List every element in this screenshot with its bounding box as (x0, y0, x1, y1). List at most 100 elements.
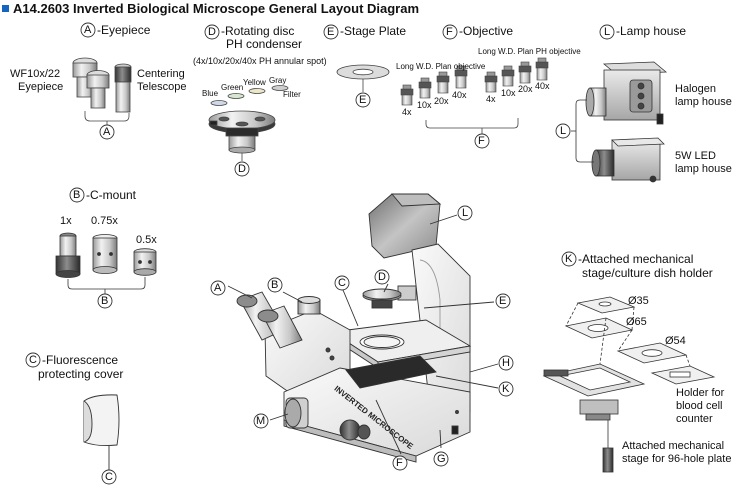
callout-letter-c: C (338, 277, 346, 289)
objective-group2-label: Long W.D. Plan PH objective (478, 47, 581, 56)
callout-letter-e: E (499, 295, 507, 307)
callout-circle-l-bracket (555, 123, 571, 139)
holder-label-3: counter (676, 413, 713, 425)
callout-letter-f: F (396, 457, 403, 469)
diagram-title: A14.2603 Inverted Biological Microscope … (2, 1, 419, 16)
holder-label: Holder for (676, 387, 725, 399)
callout-letter-g: G (437, 453, 446, 465)
callout-circle-b-main (267, 277, 283, 293)
callout-circle-k-main (498, 381, 514, 397)
stage-plate-heading: -Stage Plate (340, 24, 407, 38)
callout-circle-b-heading (69, 187, 85, 203)
objective-mag-20x: 20x (434, 96, 449, 106)
eyepiece-wf-label-2: Eyepiece (18, 81, 64, 93)
microscope-body (227, 193, 499, 463)
objective-heading: -Objective (459, 24, 514, 38)
fluorescence-heading: -Fluorescence (42, 353, 119, 367)
callout-circle-a-eyepiece (80, 22, 96, 38)
cmount-mag-075x: 0.75x (91, 215, 118, 227)
condenser-heading-2: PH condenser (226, 37, 303, 51)
callout-letter-f: F (446, 26, 453, 38)
callout-circles (25, 22, 615, 485)
fluorescence-cover (83, 394, 120, 470)
callout-circle-e-heading (323, 24, 339, 40)
callout-letter-b: B (271, 279, 279, 291)
callout-letter-c: C (105, 471, 113, 483)
callout-circle-c-bottom (101, 469, 117, 485)
dish-54-label: Ø54 (665, 335, 686, 347)
callout-letter-l: L (560, 125, 567, 137)
callout-letter-d: D (208, 26, 216, 38)
halogen-label-2: lamp house (675, 96, 732, 108)
callout-letter-l: L (462, 207, 469, 219)
callout-letter-d: D (238, 163, 246, 175)
callout-letter-l: L (604, 26, 611, 38)
callout-circle-l-heading (599, 24, 615, 40)
filter-blue-label: Blue (202, 89, 219, 98)
callout-circle-l-main (457, 205, 473, 221)
title-marker-icon (2, 5, 9, 12)
callout-circle-k-heading (561, 251, 577, 267)
callout-circle-c-heading (25, 352, 41, 368)
cmount-heading: -C-mount (86, 188, 137, 202)
objective-ph-mag-10x: 10x (501, 88, 516, 98)
lamp-house-heading: -Lamp house (616, 24, 687, 38)
callout-circle-e-bottom (355, 92, 371, 108)
callout-circle-d-heading (204, 24, 220, 40)
filter-gray-label: Gray (269, 76, 287, 85)
halogen-label: Halogen (675, 83, 716, 95)
callout-circle-g-main (433, 451, 449, 467)
objective-mag-40x: 40x (452, 90, 467, 100)
eyepiece-wf-label: WF10x/22 (10, 68, 61, 80)
attached-stage-label: Attached mechanical (622, 440, 725, 452)
lamp-house-group (571, 61, 668, 183)
callout-circle-f-heading (442, 24, 458, 40)
objective-ph-mag-20x: 20x (518, 84, 533, 94)
dish-35-label: Ø35 (628, 295, 649, 307)
mech-stage-group (542, 296, 716, 473)
callout-letter-a: A (84, 24, 92, 36)
cmount-mag-05x: 0.5x (136, 234, 157, 246)
condenser-group (208, 85, 289, 161)
objectives-group (400, 57, 549, 134)
callout-letter-a: A (103, 126, 111, 138)
callout-circle-h-main (498, 355, 514, 371)
callout-letter-a: A (214, 282, 222, 294)
objective-set-2 (484, 57, 549, 93)
callout-letter-b: B (101, 295, 109, 307)
led-label-2: lamp house (675, 163, 732, 175)
callout-circle-d-main (374, 269, 390, 285)
callout-letter-d: D (378, 271, 386, 283)
stage-plate-group (336, 64, 390, 92)
callout-letter-k: K (565, 253, 573, 265)
eyepiece-group (72, 57, 132, 126)
centering-telescope-label: Centering (137, 68, 185, 80)
objective-group1-label: Long W.D. Plan objective (396, 62, 486, 71)
callout-circle-c-main (334, 275, 350, 291)
callout-circle-f-bottom (474, 133, 490, 149)
condenser-spot-note: (4x/10x/20x/40x PH annular spot) (193, 56, 327, 66)
callout-circle-d-bottom (234, 161, 250, 177)
holder-label-2: blood cell (676, 400, 723, 412)
attached-stage-label-2: stage for 96-hole plate (622, 453, 732, 465)
callout-circle-e-main (495, 293, 511, 309)
objective-mag-10x: 10x (417, 100, 432, 110)
condenser-heading: -Rotating disc (221, 24, 295, 38)
mech-stage-heading-2: stage/culture dish holder (582, 266, 713, 280)
callout-circle-m-main (253, 413, 269, 429)
eyepiece-heading: -Eyepiece (97, 23, 151, 37)
callout-letter-f: F (478, 135, 485, 147)
callout-circle-a-eyepiece-bottom (99, 124, 115, 140)
mech-stage-heading: -Attached mechanical (578, 252, 694, 266)
callout-letter-m: M (256, 415, 266, 427)
callout-circle-f-main (392, 455, 408, 471)
objective-ph-mag-40x: 40x (535, 81, 550, 91)
fluorescence-heading-2: protecting cover (38, 367, 124, 381)
diagram-title-text: A14.2603 Inverted Biological Microscope … (13, 1, 420, 16)
cmount-group (55, 232, 157, 294)
callout-letter-k: K (502, 383, 510, 395)
objective-ph-mag-4x: 4x (486, 94, 496, 104)
callout-letter-b: B (73, 189, 81, 201)
callout-letter-e: E (359, 94, 367, 106)
